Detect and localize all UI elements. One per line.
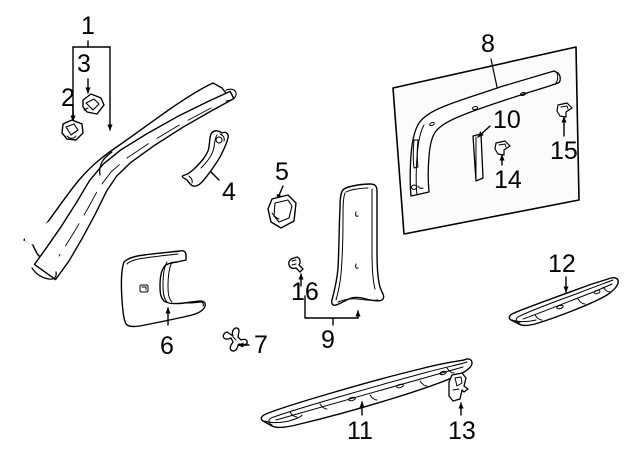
callout-number-9: 9 — [321, 326, 335, 354]
callout-number-2: 2 — [61, 84, 75, 112]
part-11-front-scuff-plate — [260, 358, 473, 429]
part-1-shoulder — [99, 151, 113, 176]
callout-leader-8 — [490, 58, 498, 88]
part-8-body-panel — [392, 46, 580, 235]
callout-leader-10 — [477, 125, 491, 138]
part-1-crease — [58, 107, 212, 257]
part-1-body — [33, 90, 235, 281]
callout-number-13: 13 — [448, 417, 476, 445]
part-2-clip — [61, 119, 84, 141]
part-1-a-pillar-trim-band — [31, 88, 237, 281]
callout-leader-9 — [304, 295, 361, 326]
callout-number-11: 11 — [347, 417, 373, 445]
callout-number-5: 5 — [275, 158, 289, 186]
part-5-retainer — [267, 194, 297, 229]
part-15-clip — [556, 102, 573, 118]
callout-number-14: 14 — [494, 166, 522, 194]
part-7-clip — [222, 327, 248, 352]
part-6-cowl-trim — [120, 250, 206, 328]
callout-number-10: 10 — [493, 106, 521, 134]
callout-number-4: 4 — [222, 178, 236, 206]
part-12-rear-scuff-plate — [508, 277, 619, 327]
callout-number-16: 16 — [291, 278, 319, 306]
part-13-clip — [448, 372, 469, 402]
callout-number-12: 12 — [548, 250, 576, 278]
part-8-inner-pillar — [409, 70, 561, 197]
callout-number-15: 15 — [550, 137, 578, 165]
part-4-bracket — [181, 130, 229, 187]
part-1-tip — [225, 88, 237, 102]
callout-number-8: 8 — [481, 30, 495, 58]
callout-number-1: 1 — [81, 12, 95, 40]
part-1-end-cap — [31, 267, 57, 280]
callout-number-6: 6 — [160, 332, 174, 360]
part-14-clip — [494, 140, 511, 156]
part-16-clip — [288, 256, 304, 273]
callout-number-7: 7 — [254, 331, 268, 359]
callout-number-3: 3 — [77, 50, 91, 78]
part-9-center-pillar-trim — [331, 183, 385, 306]
part-3-clip — [82, 93, 105, 115]
